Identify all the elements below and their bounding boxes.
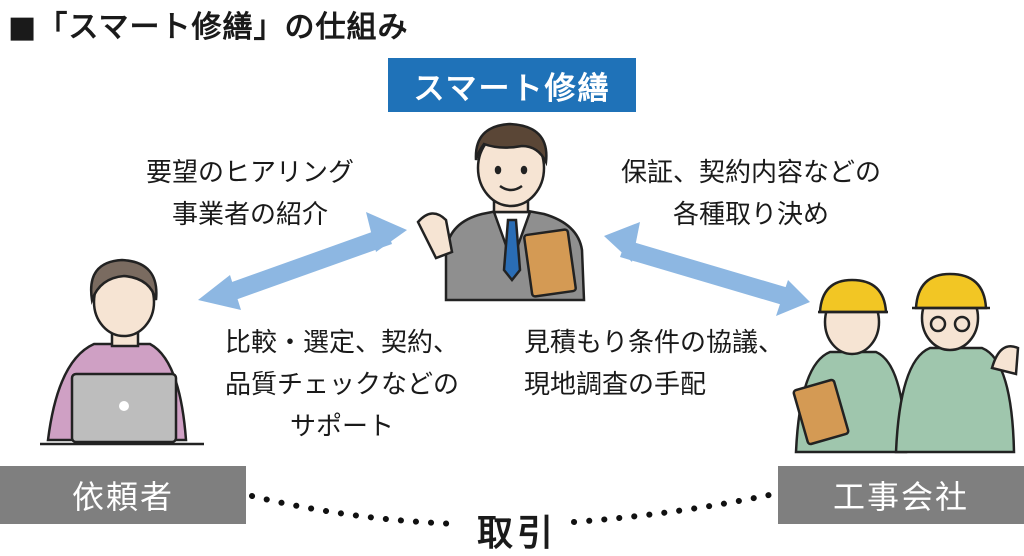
client-illustration <box>40 258 204 446</box>
left-lower-line2: 品質チェックなどの <box>224 370 459 400</box>
client-label: 依頼者 <box>0 466 246 524</box>
deal-label: 取引 <box>476 513 557 554</box>
left-double-arrow <box>198 212 407 310</box>
left-upper-line2: 事業者の紹介 <box>171 200 328 230</box>
left-lower-text: 比較・選定、契約、 品質チェックなどの サポート <box>214 322 470 448</box>
left-upper-line1: 要望のヒアリング <box>145 158 354 188</box>
smart-repair-hub-label: スマート修繕 <box>388 58 636 112</box>
consultant-illustration <box>416 122 586 302</box>
deal-dotted-line <box>249 491 777 527</box>
contractor-label: 工事会社 <box>778 466 1024 524</box>
right-upper-text: 保証、契約内容などの 各種取り決め <box>600 152 902 236</box>
right-lower-line1: 見積もり条件の協議、 <box>524 328 785 358</box>
right-upper-line1: 保証、契約内容などの <box>620 158 881 188</box>
right-double-arrow <box>604 222 810 316</box>
left-lower-line1: 比較・選定、契約、 <box>224 328 459 358</box>
right-upper-line2: 各種取り決め <box>672 200 829 230</box>
left-lower-line3: サポート <box>289 412 394 442</box>
left-upper-text: 要望のヒアリング 事業者の紹介 <box>122 152 378 236</box>
right-lower-line2: 現地調査の手配 <box>524 370 707 400</box>
construction-workers-illustration <box>792 272 1020 454</box>
page-title: ■「スマート修繕」の仕組み <box>8 10 409 45</box>
right-lower-text: 見積もり条件の協議、 現地調査の手配 <box>524 322 806 406</box>
